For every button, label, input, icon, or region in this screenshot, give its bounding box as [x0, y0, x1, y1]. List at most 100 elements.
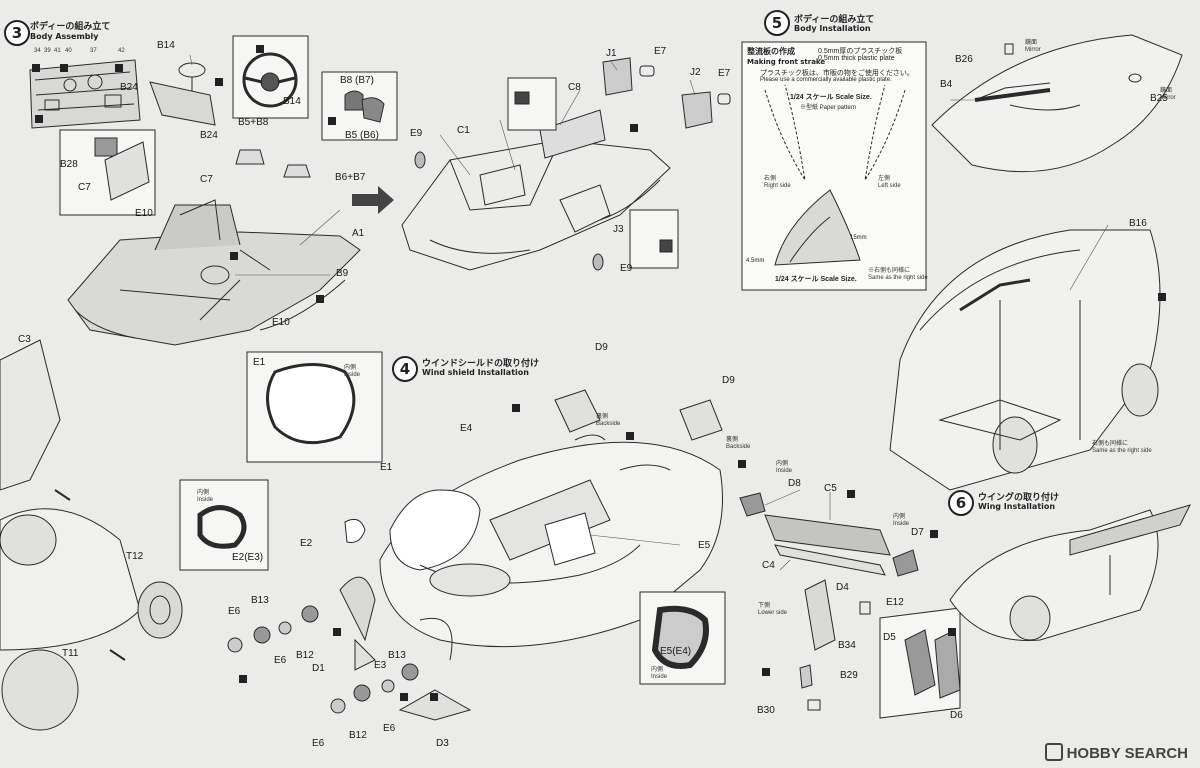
part-label-mid-4: C8	[568, 82, 581, 93]
part-label-s4-19: E5(E4)	[660, 646, 692, 657]
part-label-s3_nums-3: 40	[65, 48, 72, 54]
part-label-s5-0: B26	[955, 54, 973, 65]
step-5-title-jp: ボディーの組み立て	[794, 15, 875, 25]
part-label-s3_nums-4: 37	[90, 48, 97, 54]
part-label-s4-13: E6	[383, 723, 396, 734]
template-note2-en: Please use a commercially available plas…	[760, 77, 892, 83]
step-number: 5	[764, 10, 790, 36]
part-label-s6-10: B30	[757, 705, 775, 716]
step-4-title-jp: ウインドシールドの取り付け	[422, 359, 540, 369]
part-label-s3-14: B24	[120, 82, 138, 93]
part-label-s3_nums-1: 39	[44, 48, 51, 54]
part-label-s4-9: D1	[312, 663, 325, 674]
part-label-s3-9: C7	[200, 174, 213, 185]
part-label-s3-0: B14	[157, 40, 175, 51]
chassis-a1	[67, 199, 361, 346]
backside-note-2: 裏側 Backside	[726, 437, 751, 450]
part-label-s3-6: B6+B7	[335, 172, 366, 183]
mirror-note-2: 鏡面 Mirror	[1160, 88, 1176, 101]
template-dim1: 15mm	[850, 235, 867, 241]
part-label-s6-9: D6	[950, 710, 963, 721]
part-label-s5-2: B25	[1150, 93, 1168, 104]
part-label-s3_nums-2: 41	[54, 48, 61, 54]
part-label-s4-14: D3	[436, 738, 449, 749]
watermark: HOBBY SEARCH	[1044, 743, 1188, 762]
part-label-s6-4: E12	[886, 597, 904, 608]
step-3-title-jp: ボディーの組み立て	[30, 22, 111, 32]
part-label-mid-2: J2	[690, 67, 701, 78]
part-label-s4-5: E6	[228, 606, 241, 617]
template-note1-jp: 0.5mm厚のプラスチック板	[818, 48, 903, 55]
part-label-s4-12: B12	[349, 730, 367, 741]
part-label-s5-1: B4	[940, 79, 953, 90]
template-note1-en: 0.5mm thick plastic plate	[818, 55, 895, 62]
part-label-s6-2: C4	[762, 560, 775, 571]
hobbysearch-logo-icon	[1044, 743, 1063, 761]
part-label-s4-10: E3	[374, 660, 387, 671]
part-label-s6-0: D8	[788, 478, 801, 489]
part-label-s3-12: A1	[352, 228, 365, 239]
template-title-jp: 整流板の作成	[747, 47, 795, 56]
part-label-s3-7: B28	[60, 159, 78, 170]
part-label-s3-3: B8 (B7)	[340, 75, 374, 86]
inside-note-e5: 内側 Inside	[651, 667, 668, 680]
step-number: 3	[4, 20, 30, 46]
template-note2-jp: プラスチック板は、市販の物をご使用ください。	[760, 70, 914, 77]
part-label-s4-15: E6	[312, 738, 325, 749]
template-scale: 1/24 スケール Scale Size.	[790, 94, 872, 101]
part-label-s6-3: D4	[836, 582, 849, 593]
part-label-s3-4: B5+B8	[238, 117, 269, 128]
part-label-s3-11: E10	[272, 317, 290, 328]
part-label-mid-3: E7	[718, 68, 731, 79]
car-body-installed	[889, 229, 1161, 491]
part-label-s6-7: D5	[883, 632, 896, 643]
step-6-header: 6	[948, 490, 974, 516]
lower-side-note: 下側 Lower side	[758, 603, 788, 616]
steering-wheel	[149, 35, 309, 126]
part-label-s4-3: E2(E3)	[232, 552, 264, 563]
part-label-s4-1: E4	[460, 423, 473, 434]
part-label-s6-5: D7	[911, 527, 924, 538]
part-label-s4-22: C3	[18, 334, 31, 345]
part-label-s3_nums-0: 34	[34, 48, 41, 54]
part-label-s3-8: C7	[78, 182, 91, 193]
part-label-s4-20: T12	[126, 551, 144, 562]
part-label-s3-13: B9	[336, 268, 349, 279]
part-label-mid-7: J3	[613, 224, 624, 235]
template-right: 右側 Right side	[764, 176, 791, 189]
part-label-s3-10: E10	[135, 208, 153, 219]
backside-note: 裏側 Backside	[596, 414, 621, 427]
inside-note-e2: 内側 Inside	[197, 490, 214, 503]
mirror-note-1: 鏡面 Mirror	[1025, 40, 1041, 53]
same-side-note: 右側も同様に Same as the right side	[1092, 441, 1152, 454]
step-4-title-en: Wind shield Installation	[422, 368, 529, 377]
part-label-s4-7: E6	[274, 655, 287, 666]
inside-note-d7: 内側 Inside	[893, 514, 910, 527]
inside-note-e1: 内側 Inside	[344, 365, 361, 378]
part-label-s4-11: B13	[388, 650, 406, 661]
inside-note-c5: 内側 Inside	[776, 461, 793, 474]
part-label-s3_nums-5: 42	[118, 48, 125, 54]
template-scale2: 1/24 スケール Scale Size.	[775, 276, 857, 283]
step-number: 6	[948, 490, 974, 516]
step-6-title-jp: ウイングの取り付け	[978, 493, 1060, 503]
part-label-mid-6: C1	[457, 125, 470, 136]
step-4-header: 4	[392, 356, 418, 382]
step-5-title-en: Body Installation	[794, 24, 871, 33]
part-label-s4-16: D9	[595, 342, 608, 353]
template-left: 左側 Left side	[878, 176, 901, 189]
part-label-s4-4: E2	[300, 538, 313, 549]
step-5-header: 5	[764, 10, 790, 36]
part-label-mid-0: J1	[606, 48, 617, 59]
part-label-s6-1: C5	[824, 483, 837, 494]
part-label-s4-21: T11	[62, 648, 79, 659]
part-label-s4-18: E5	[698, 540, 711, 551]
part-label-s6-8: B29	[840, 670, 858, 681]
template-title-en: Making front strake	[747, 58, 826, 66]
watermark-text: HOBBY SEARCH	[1066, 745, 1188, 762]
car-body-step4	[379, 389, 723, 648]
part-label-s4-8: B12	[296, 650, 314, 661]
chassis-c1	[401, 109, 671, 271]
step-3-header: 3	[4, 20, 30, 46]
part-label-s5-3: B16	[1129, 218, 1147, 229]
